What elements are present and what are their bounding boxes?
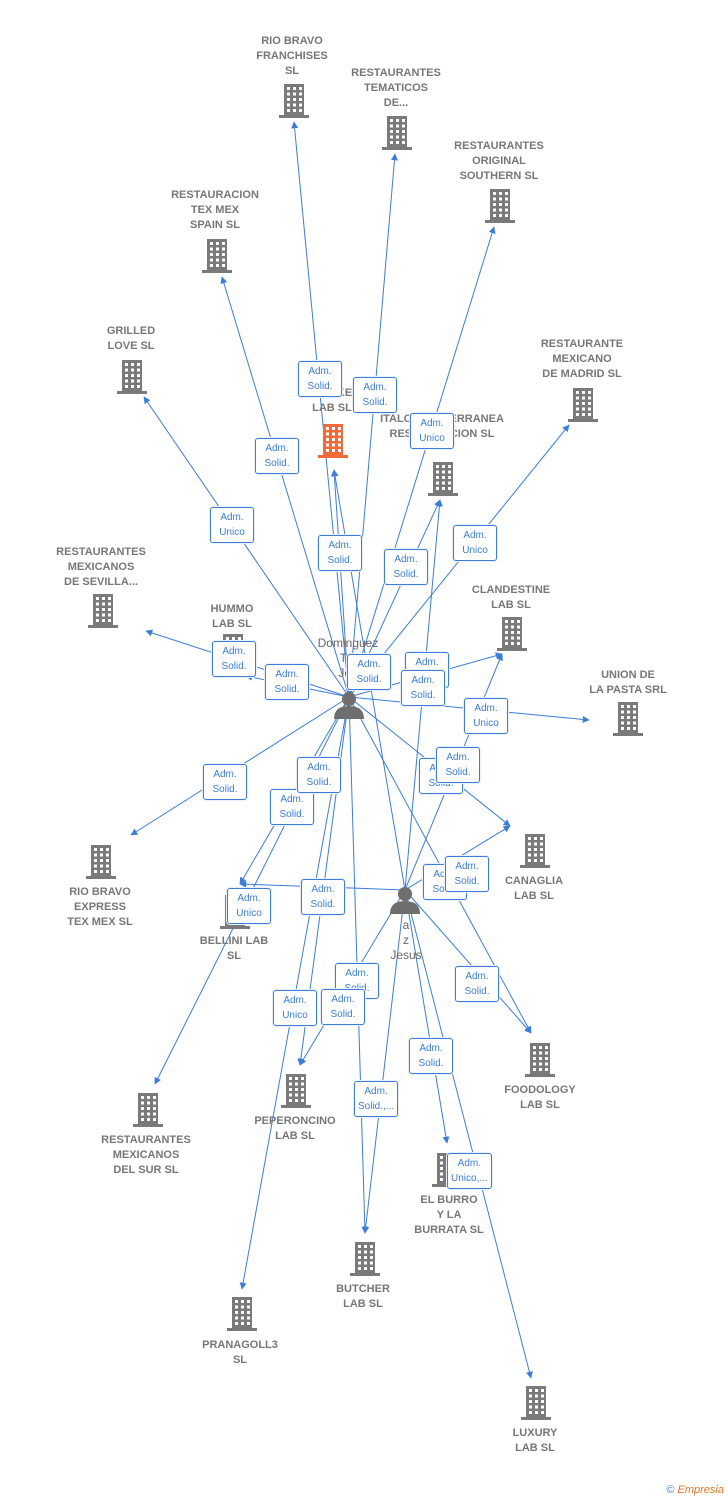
building-icon[interactable] xyxy=(279,84,309,118)
building-icon[interactable] xyxy=(350,1242,380,1276)
building-icon[interactable] xyxy=(428,462,458,496)
relationship-edge xyxy=(348,226,496,698)
relationship-edge xyxy=(330,469,350,698)
company-label[interactable]: CANAGLIA LAB SL xyxy=(504,875,564,902)
building-icon[interactable] xyxy=(88,594,118,628)
building-icon[interactable] xyxy=(318,424,348,458)
role-label[interactable]: Adm. Solid. xyxy=(409,1038,453,1074)
company-label[interactable]: EL BURRO Y LA BURRATA SL xyxy=(414,1194,484,1236)
role-label[interactable]: Adm. Solid. xyxy=(353,377,397,413)
building-icon[interactable] xyxy=(497,617,527,651)
relationship-edge xyxy=(143,396,350,698)
footer-brand[interactable]: © Empresia xyxy=(666,1484,724,1496)
building-icon[interactable] xyxy=(525,1043,555,1077)
company-label[interactable]: PEPERONCINO LAB SL xyxy=(254,1115,336,1142)
role-label[interactable]: Adm. Solid. xyxy=(455,966,499,1002)
role-label[interactable]: Adm. Solid. xyxy=(445,856,489,892)
person-icon[interactable] xyxy=(334,692,364,719)
role-label[interactable]: Adm. Unico xyxy=(410,413,454,449)
company-label[interactable]: RESTAURANTES MEXICANOS DEL SUR SL xyxy=(101,1134,191,1176)
company-label[interactable]: RIO BRAVO EXPRESS TEX MEX SL xyxy=(67,886,133,928)
relationship-edge xyxy=(220,276,350,698)
building-icon[interactable] xyxy=(613,702,643,736)
brand-name: Empresia xyxy=(677,1484,724,1496)
building-icon[interactable] xyxy=(382,116,412,150)
role-label[interactable]: Adm. Unico xyxy=(464,698,508,734)
building-icon[interactable] xyxy=(86,845,116,879)
building-icon[interactable] xyxy=(485,189,515,223)
building-icon[interactable] xyxy=(281,1074,311,1108)
role-label[interactable]: Adm. Solid. xyxy=(301,879,345,915)
building-icon[interactable] xyxy=(521,1386,551,1420)
building-icon[interactable] xyxy=(202,239,232,273)
building-icon[interactable] xyxy=(568,388,598,422)
person-label[interactable]: a z Jesus xyxy=(390,918,422,962)
company-label[interactable]: CLANDESTINE LAB SL xyxy=(471,584,551,611)
relationship-edge xyxy=(348,424,570,698)
role-label[interactable]: Adm. Solid. xyxy=(436,747,480,783)
company-label[interactable]: RIO BRAVO FRANCHISES SL xyxy=(256,35,328,77)
company-label[interactable]: BUTCHER LAB SL xyxy=(336,1283,390,1310)
role-label[interactable]: Adm. Solid. xyxy=(298,361,342,397)
company-label[interactable]: FOODOLOGY LAB SL xyxy=(504,1084,576,1111)
relationship-edge xyxy=(404,889,450,1144)
role-label[interactable]: Adm. Solid. xyxy=(401,670,445,706)
role-label[interactable]: Adm. Solid. xyxy=(270,789,314,825)
company-label[interactable]: PRANAGOLL3 SL xyxy=(202,1339,278,1366)
company-label[interactable]: RESTAURANTES ORIGINAL SOUTHERN SL xyxy=(454,140,544,182)
building-icon[interactable] xyxy=(133,1093,163,1127)
edges-layer xyxy=(130,121,590,1379)
company-label[interactable]: RESTAURANTE MEXICANO DE MADRID SL xyxy=(540,338,624,380)
role-label[interactable]: Adm. Solid. xyxy=(321,989,365,1025)
company-label[interactable]: BELLINI LAB SL xyxy=(199,935,269,962)
person-icon[interactable] xyxy=(390,887,420,914)
building-icon[interactable] xyxy=(117,360,147,394)
role-label[interactable]: Adm. Solid. xyxy=(318,535,362,571)
role-label[interactable]: Adm. Unico xyxy=(273,990,317,1026)
company-label[interactable]: HUMMO LAB SL xyxy=(210,603,254,630)
role-label[interactable]: Adm. Unico xyxy=(227,888,271,924)
company-label[interactable]: RESTAURACION TEX MEX SPAIN SL xyxy=(171,189,259,231)
role-label[interactable]: Adm. Solid. xyxy=(255,438,299,474)
role-label[interactable]: Adm. Unico xyxy=(453,525,497,561)
role-label[interactable]: Adm. Solid. xyxy=(212,641,256,677)
company-label[interactable]: LUXURY LAB SL xyxy=(512,1427,558,1454)
role-label[interactable]: Adm. Solid. xyxy=(203,764,247,800)
company-label[interactable]: UNION DE LA PASTA SRL xyxy=(589,669,667,696)
role-label[interactable]: Adm. Unico,... xyxy=(447,1153,492,1189)
relationship-edge xyxy=(404,889,533,1379)
role-label[interactable]: Adm. Solid. xyxy=(347,654,391,690)
relationship-edge xyxy=(404,889,532,1034)
company-label[interactable]: GRILLED LOVE SL xyxy=(106,325,156,352)
role-label[interactable]: Adm. Solid.,... xyxy=(354,1081,399,1117)
company-label[interactable]: RESTAURANTES MEXICANOS DE SEVILLA... xyxy=(56,546,146,588)
relationship-edge xyxy=(362,889,406,1234)
building-icon[interactable] xyxy=(227,1297,257,1331)
role-label[interactable]: Adm. Solid. xyxy=(265,664,309,700)
company-label[interactable]: RESTAURANTES TEMATICOS DE... xyxy=(351,67,441,109)
copyright-symbol: © xyxy=(666,1484,675,1496)
relationship-edge xyxy=(291,121,350,698)
role-label[interactable]: Adm. Solid. xyxy=(384,549,428,585)
role-label[interactable]: Adm. Unico xyxy=(210,507,254,543)
role-label[interactable]: Adm. Solid. xyxy=(297,757,341,793)
building-icon[interactable] xyxy=(520,834,550,868)
